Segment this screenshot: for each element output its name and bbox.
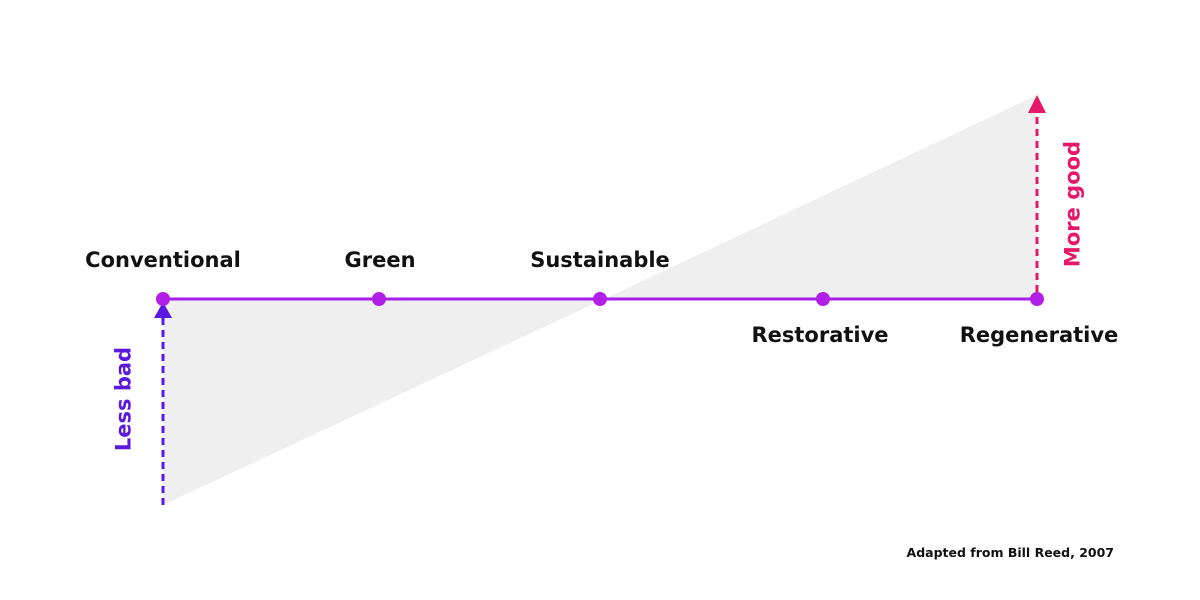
- less-bad-wedge: [163, 300, 602, 505]
- regenerative-dot: [1030, 292, 1044, 306]
- stage-label-sustainable: Sustainable: [530, 248, 670, 272]
- stage-label-regenerative: Regenerative: [959, 323, 1119, 347]
- conventional-dot: [156, 292, 170, 306]
- more-good-label: More good: [1060, 140, 1085, 268]
- source-credit: Adapted from Bill Reed, 2007: [906, 545, 1114, 560]
- stage-label-green: Green: [344, 248, 416, 272]
- less-bad-label: Less bad: [111, 346, 136, 452]
- more-good-wedge: [602, 95, 1037, 300]
- green-dot: [372, 292, 386, 306]
- less-bad-arrowhead: [154, 302, 172, 318]
- stage-label-restorative: Restorative: [751, 323, 889, 347]
- sustainable-dot: [593, 292, 607, 306]
- restorative-dot: [816, 292, 830, 306]
- more-good-arrowhead: [1028, 95, 1046, 113]
- stage-label-conventional: Conventional: [85, 248, 241, 272]
